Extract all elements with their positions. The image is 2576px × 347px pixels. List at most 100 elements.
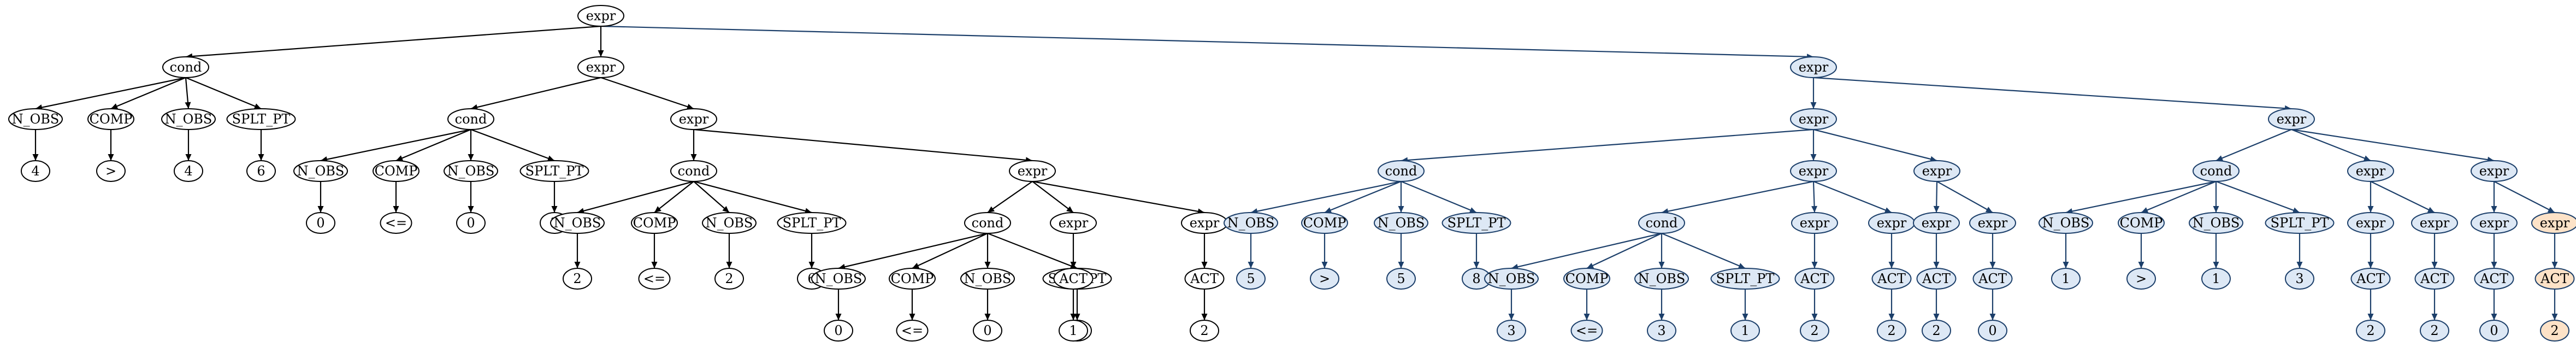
node-ellipse xyxy=(1378,160,1425,182)
edge-arrowhead xyxy=(551,206,558,213)
edge-arrowhead xyxy=(1811,205,1818,213)
node-ellipse xyxy=(777,212,847,234)
node-label: expr xyxy=(2356,163,2386,179)
node-label: cond xyxy=(170,60,202,75)
node-label: ACT xyxy=(1922,271,1951,286)
leaf-le-node: <= xyxy=(1570,320,1603,342)
node-label: 5 xyxy=(1397,271,1405,286)
node-label: 2 xyxy=(1200,323,1208,338)
node-label: N_OBS xyxy=(554,215,601,231)
node-label: ACT xyxy=(2420,271,2449,286)
node-label: cond xyxy=(678,163,710,179)
node-ellipse xyxy=(563,268,592,290)
edge-arrowhead xyxy=(2213,262,2219,268)
tree-edge xyxy=(1813,180,1892,214)
node-ellipse xyxy=(2479,320,2509,342)
node-label: ACT xyxy=(1800,271,1829,286)
n-obs-node: N_OBS xyxy=(444,160,498,182)
n-obs-node: N_OBS xyxy=(161,108,216,130)
tree-edge xyxy=(185,77,262,110)
leaf-value-node: 2 xyxy=(2356,320,2385,342)
node-ellipse xyxy=(1190,320,1219,342)
tree-edge xyxy=(987,232,1078,269)
n-obs-node: N_OBS xyxy=(550,212,605,234)
edge-arrowhead xyxy=(1201,314,1208,320)
expr-node: expr xyxy=(670,108,717,130)
node-ellipse xyxy=(638,268,671,290)
node-label: 2 xyxy=(1810,323,1818,338)
n-obs-node: N_OBS xyxy=(960,268,1015,290)
edge-arrowhead xyxy=(2292,207,2300,213)
node-label: 0 xyxy=(316,215,324,231)
node-label: N_OBS xyxy=(1378,215,1425,231)
node-label: 2 xyxy=(2550,323,2559,338)
edge-arrowhead xyxy=(1933,262,1940,268)
node-label: expr xyxy=(1922,215,1952,231)
node-label: expr xyxy=(2479,163,2509,179)
splt-pt-node: SPLT_PT xyxy=(1441,212,1511,234)
tree-edge xyxy=(1511,232,1662,269)
node-label: N_OBS xyxy=(1638,271,1686,286)
edge-arrowhead xyxy=(1398,206,1404,213)
edge-arrowhead xyxy=(111,103,119,109)
tree-edge xyxy=(1032,180,1205,214)
tree-edge xyxy=(2215,128,2292,162)
node-label: 0 xyxy=(1988,323,1996,338)
node-label: cond xyxy=(2200,163,2232,179)
node-ellipse xyxy=(2471,160,2518,182)
n-obs-node: N_OBS xyxy=(8,108,63,130)
node-ellipse xyxy=(2193,160,2240,182)
node-ellipse xyxy=(1059,320,1088,342)
node-ellipse xyxy=(1497,320,1526,342)
tree-edge xyxy=(395,128,471,162)
node-ellipse xyxy=(1570,320,1603,342)
leaf-value-node: 1 xyxy=(2201,268,2231,290)
edge-arrowhead xyxy=(726,262,732,268)
node-ellipse xyxy=(2414,268,2455,290)
edge-arrowhead xyxy=(1989,262,1996,268)
act-node: ACT xyxy=(2350,268,2391,290)
edge-arrowhead xyxy=(2138,262,2144,268)
tree-edge xyxy=(110,77,186,110)
node-ellipse xyxy=(1794,268,1835,290)
edge-arrowhead xyxy=(32,154,39,161)
edge-arrowhead xyxy=(1066,206,1073,213)
node-label: cond xyxy=(972,215,1004,231)
edge-arrowhead xyxy=(1738,263,1745,269)
n-obs-node: N_OBS xyxy=(2039,212,2093,234)
node-label: > xyxy=(1319,271,1330,286)
node-ellipse xyxy=(577,56,624,78)
edge-arrowhead xyxy=(835,314,842,320)
splt-pt-node: SPLT_PT xyxy=(519,160,589,182)
tree-edge xyxy=(2141,180,2217,214)
node-ellipse xyxy=(2268,108,2315,130)
edge-arrowhead xyxy=(185,102,191,109)
node-ellipse xyxy=(1310,268,1339,290)
node-label: 4 xyxy=(184,163,192,179)
tree-edge xyxy=(912,233,988,269)
tree-edge xyxy=(577,180,694,214)
node-ellipse xyxy=(306,212,335,234)
edge-arrowhead xyxy=(1070,314,1077,320)
edge-arrowhead xyxy=(1469,207,1476,213)
node-ellipse xyxy=(96,160,126,182)
node-label: N_OBS xyxy=(1227,215,1275,231)
expr-node: expr xyxy=(1913,160,1960,182)
edge-arrowhead xyxy=(2427,207,2435,213)
act-node: ACT xyxy=(1916,268,1957,290)
node-ellipse xyxy=(1871,268,1912,290)
node-ellipse xyxy=(1374,212,1428,234)
node-ellipse xyxy=(2051,268,2081,290)
comp-node: COMP xyxy=(889,268,936,290)
edge-arrowhead xyxy=(1810,102,1817,109)
n-obs-node: N_OBS xyxy=(702,212,757,234)
edge-arrowhead xyxy=(1398,262,1404,268)
comp-node: COMP xyxy=(631,212,678,234)
node-ellipse xyxy=(444,160,498,182)
leaf-value-node: 3 xyxy=(1647,320,1676,342)
node-ellipse xyxy=(1634,268,1689,290)
expr-node: expr xyxy=(2471,212,2518,234)
node-ellipse xyxy=(1710,268,1780,290)
node-ellipse xyxy=(896,320,929,342)
tree-edge xyxy=(320,128,471,162)
